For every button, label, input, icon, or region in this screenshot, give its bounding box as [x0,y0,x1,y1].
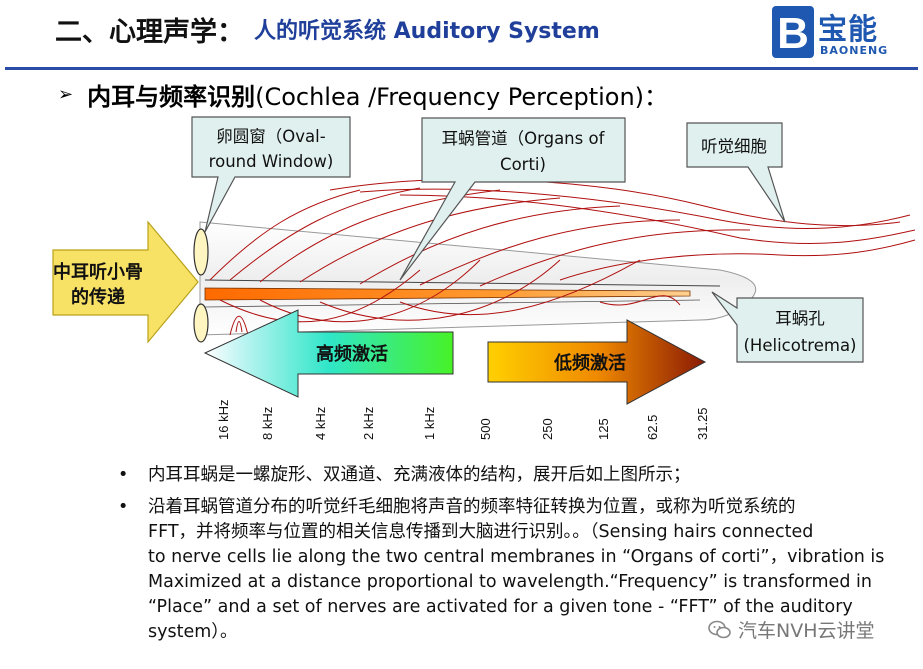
frequency-tick-labels: 16 kHz 8 kHz 4 kHz 2 kHz 1 kHz 500 250 125 62.5 3… [216,400,710,440]
callout-organs-corti-text-1: 耳蜗管道（Organs of [442,129,606,148]
baoneng-logo: B [772,6,814,58]
header-divider [5,67,918,70]
callout-helicotrema-text-2: (Helicotrema) [744,336,857,355]
callout-organs-corti-text-2: Corti) [500,155,546,174]
frequency-tick-label: 16 kHz [216,400,231,440]
title-sub: 人的听觉系统 Auditory System [254,19,600,44]
wave-curve [235,321,243,333]
callout-oval-window [191,116,351,233]
frequency-tick-label: 2 kHz [361,407,376,440]
callout-oval-window-text-2: round Window) [209,152,334,171]
section-title-en: (Cochlea /Frequency Perception)： [255,83,669,111]
wave-curve [319,259,561,321]
arrow-bullet-icon: ➢ [58,84,74,105]
callout-oval-window-text-1: 卵圆窗（Oval- [216,127,325,146]
membrane-line-upper [204,279,721,287]
frequency-tick-label: 250 [540,418,555,440]
oval-window-upper [193,228,209,276]
logo-text: 宝能 [818,12,879,46]
slide-title: 二、心理声学： 人的听觉系统 Auditory System [55,4,600,54]
basilar-membrane [204,287,691,301]
frequency-tick-label: 31.25 [695,407,710,440]
bullet-text-1: 内耳耳蜗是一螺旋形、双通道、充满液体的结构，展开后如上图所示； [148,465,691,485]
title-main: 二、心理声学： [55,16,244,48]
wave-curve [229,187,421,281]
wave-curve [399,259,641,316]
input-arrow [52,220,199,344]
callout-helicotrema [711,291,864,363]
wave-curve [599,295,681,306]
callout-hair-cells [686,122,786,223]
wave-curve [219,269,421,323]
callout-helicotrema-text-1: 耳蜗孔 [775,309,825,328]
low-frequency-label: 低频激活 [553,352,626,374]
wave-curve [559,239,916,281]
frequency-tick-label: 8 kHz [260,407,275,440]
frequency-tick-label: 1 kHz [422,407,437,440]
input-arrow-label-1: 中耳听小骨 [53,261,143,283]
frequency-tick-label: 500 [478,418,493,440]
wave-curve [399,194,916,244]
frequency-tick-label: 125 [596,418,611,440]
wave-curve [209,189,361,281]
watermark: 汽车NVH云讲堂 [708,616,875,643]
frequency-tick-label: 62.5 [645,415,660,440]
bullet-dot: • [118,497,129,517]
callout-hair-cells-text: 听觉细胞 [701,137,767,156]
wechat-icon [708,620,731,638]
logo-en: BAONENG [820,44,889,57]
high-frequency-label: 高频激活 [316,343,388,365]
callout-organs-corti [399,117,626,281]
membrane-line-lower [204,299,701,308]
low-frequency-arrow [487,319,707,405]
section-title-zh: 内耳与频率识别 [87,83,256,111]
wave-curve [419,219,681,286]
logo-letter: B [777,9,809,58]
frequency-tick-label: 4 kHz [313,407,328,440]
wave-curve [299,197,561,283]
cochlea-diagram: 中耳听小骨 的传递 卵圆窗（Oval- round Window) 耳蜗管道（O… [52,116,916,440]
wave-curve [479,229,751,287]
bullet-dot: • [118,465,129,485]
section-heading: ➢ 内耳与频率识别 (Cochlea /Frequency Perception… [58,77,668,112]
high-frequency-arrow [203,309,454,398]
wave-curve [229,315,249,336]
round-window-lower [193,303,209,343]
watermark-text: 汽车NVH云讲堂 [738,620,875,642]
input-arrow-label-2: 的传递 [71,286,125,308]
